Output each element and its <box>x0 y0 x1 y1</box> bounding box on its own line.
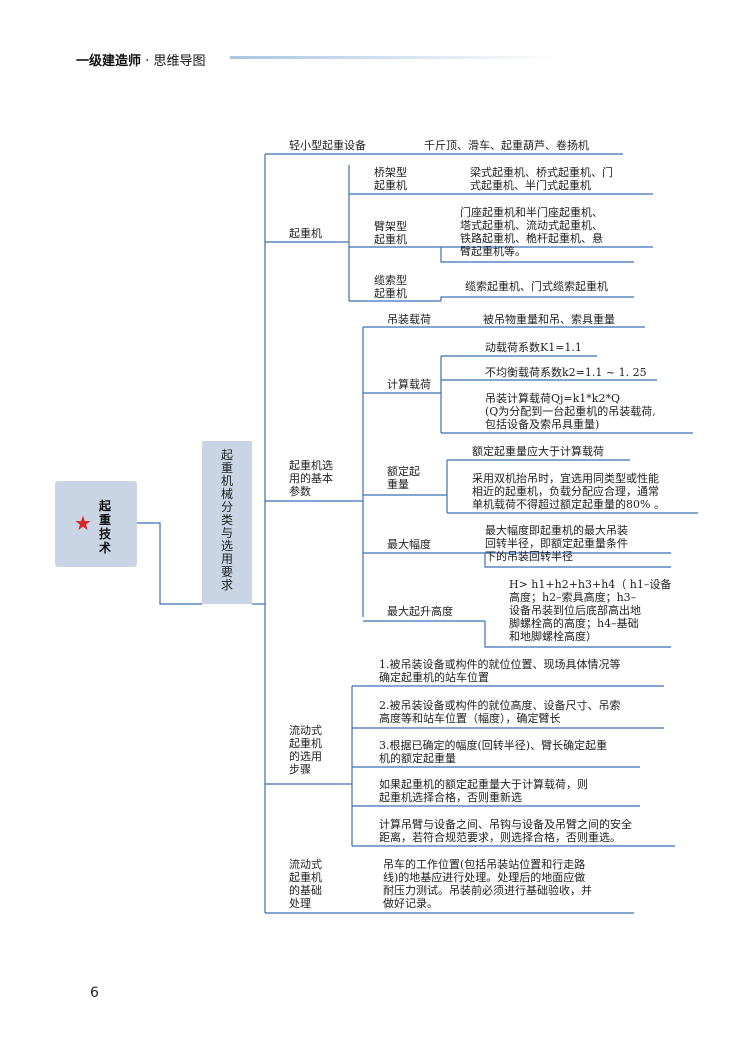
node-radius-detail: 最大幅度即起重机的最大吊装 回转半径，即额定起重量条件 下的吊装回转半径 <box>485 524 628 563</box>
node-load-label: 吊装载荷 <box>387 313 431 326</box>
node-boom-label: 臂架型 起重机 <box>374 220 407 246</box>
page-header: 一级建造师 · 思维导图 <box>76 50 205 69</box>
header-dot: · <box>145 54 150 69</box>
step-item-4: 如果起重机的额定起重量大于计算载荷，则 起重机选择合格，否则重新选 <box>379 778 588 804</box>
node-cable-detail: 缆索起重机、门式缆索起重机 <box>465 280 608 293</box>
root-label: 起重技术 <box>99 499 112 555</box>
header-title: 一级建造师 <box>76 54 142 69</box>
node-cable-label: 缆索型 起重机 <box>374 274 407 300</box>
node-steps-label: 流动式 起重机 的选用 步骤 <box>289 724 322 776</box>
step-item-3: 3.根据已确定的幅度(回转半径)、臂长确定起重 机的额定起重量 <box>379 739 608 765</box>
star-icon: ★ <box>74 511 92 535</box>
node-crane-label: 起重机 <box>289 227 322 240</box>
node-light-detail: 千斤顶、滑车、起重葫芦、卷扬机 <box>424 139 589 152</box>
node-rated-d1: 额定起重量应大于计算载荷 <box>472 445 604 458</box>
node-height-detail: H> h1+h2+h3+h4（ h1–设备 高度；h2–索具高度；h3– 设备吊… <box>509 578 672 643</box>
branch-node: 起重机械分类与选用要求 <box>202 441 252 604</box>
node-calc-label: 计算载荷 <box>387 378 431 391</box>
node-light-label: 轻小型起重设备 <box>289 139 366 152</box>
node-rated-d2: 采用双机抬吊时，宜选用同类型或性能 相近的起重机，负载分配应合理，通常 单机载荷… <box>472 472 665 511</box>
node-bridge-label: 桥架型 起重机 <box>374 166 407 192</box>
branch-label: 起重机械分类与选用要求 <box>220 448 233 592</box>
step-item-2: 2.被吊装设备或构件的就位高度、设备尺寸、吊索 高度等和站车位置（幅度），确定臂… <box>379 699 621 725</box>
node-foundation-label: 流动式 起重机 的基础 处理 <box>289 858 322 910</box>
node-load-detail: 被吊物重量和吊、索具重量 <box>483 313 615 326</box>
node-bridge-detail: 梁式起重机、桥式起重机、门 式起重机、半门式起重机 <box>470 166 613 192</box>
node-foundation-detail: 吊车的工作位置(包括吊装站位置和行走路 线)的地基应进行处理。处理后的地面应做 … <box>383 858 592 910</box>
node-rated-label: 额定起 重量 <box>387 465 420 491</box>
step-item-5: 计算吊臂与设备之间、吊钩与设备及吊臂之间的安全 距离，若符合规范要求，则选择合格… <box>379 818 632 844</box>
node-params-label: 起重机选 用的基本 参数 <box>289 459 333 498</box>
node-calc-formula: 吊装计算载荷Qj=k1*k2*Q (Q为分配到一台起重机的吊装载荷, 包括设备及… <box>485 392 656 431</box>
node-boom-detail: 门座起重机和半门座起重机、 塔式起重机、流动式起重机、 铁路起重机、桅杆起重机、… <box>460 206 603 258</box>
node-calc-k2: 不均衡载荷系数k2=1.1 ~ 1. 25 <box>485 366 647 379</box>
step-item-1: 1.被吊装设备或构件的就位位置、现场具体情况等 确定起重机的站车位置 <box>379 658 621 684</box>
node-calc-k1: 动载荷系数K1=1.1 <box>485 341 582 354</box>
header-rule <box>230 56 560 59</box>
root-node: ★ 起重技术 <box>55 481 137 567</box>
node-height-label: 最大起升高度 <box>387 605 453 618</box>
node-radius-label: 最大幅度 <box>387 538 431 551</box>
page-number: 6 <box>90 985 99 1001</box>
header-subtitle: 思维导图 <box>153 54 206 69</box>
